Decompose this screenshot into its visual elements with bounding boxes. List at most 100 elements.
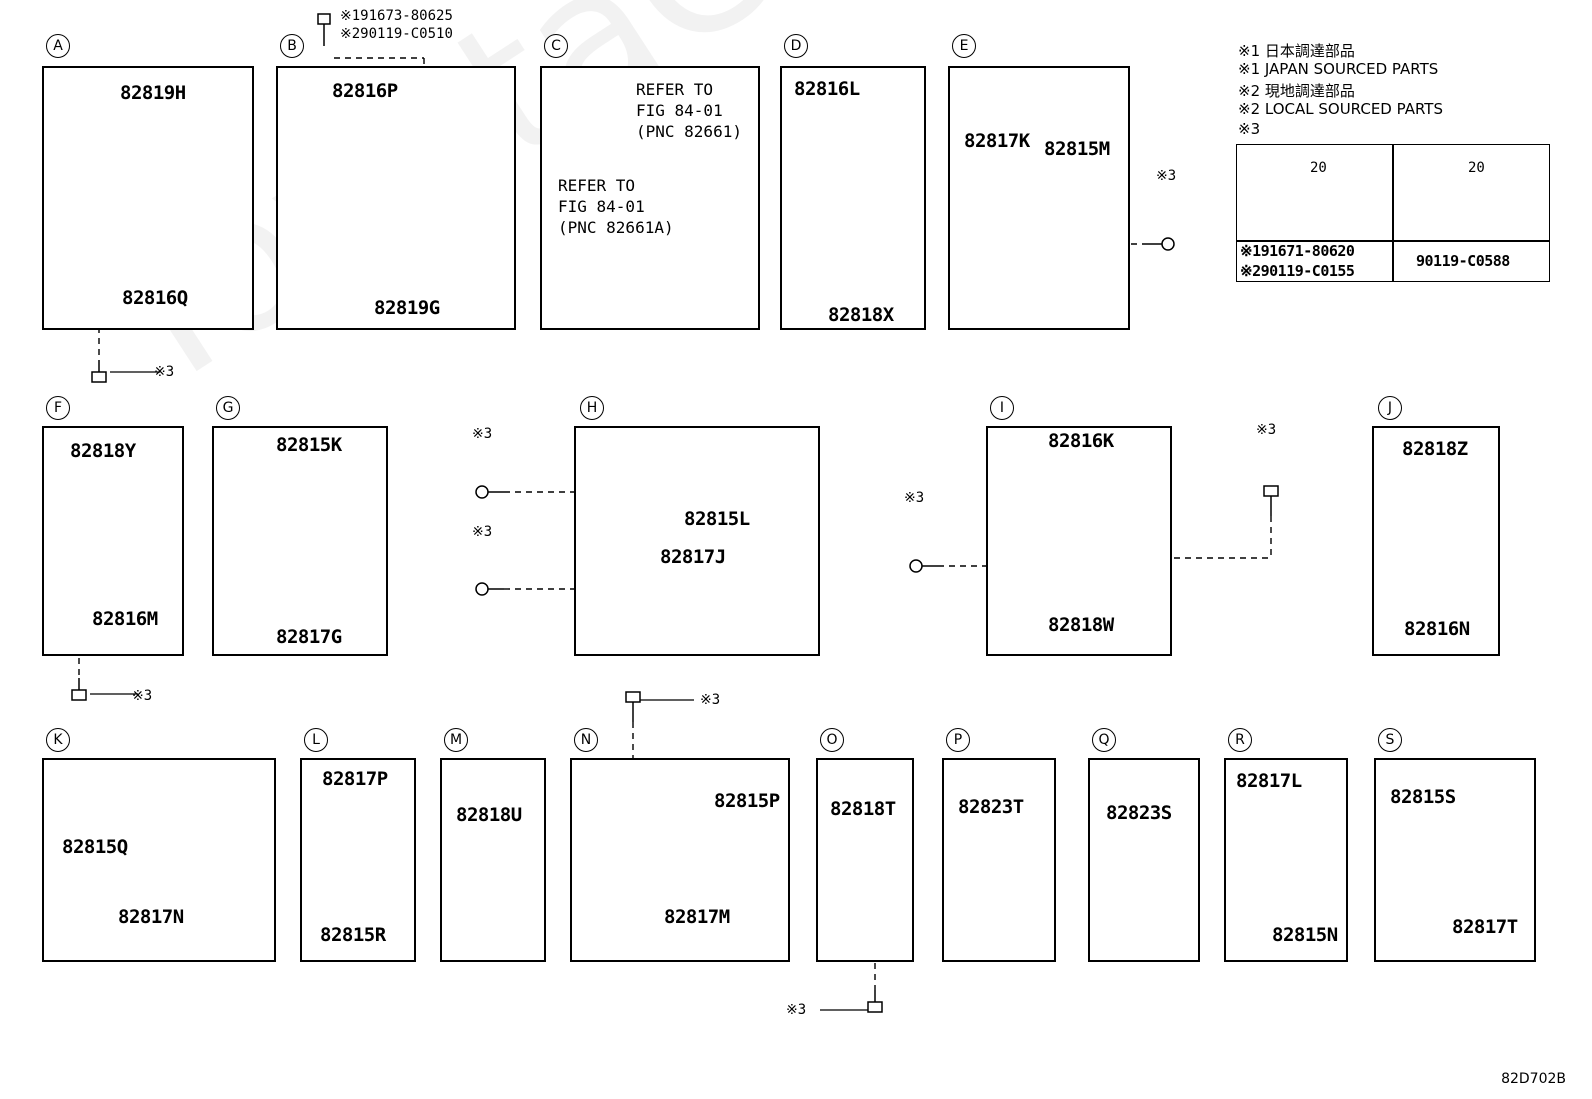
part-number-82815S[interactable]: 82815S: [1390, 786, 1456, 808]
group-box-n[interactable]: [570, 758, 790, 962]
group-box-s[interactable]: [1374, 758, 1536, 962]
part-number-82817P[interactable]: 82817P: [322, 768, 388, 790]
bolt-a-bottom: [91, 360, 107, 383]
group-label-b: B: [280, 34, 304, 58]
part-number-82818Y[interactable]: 82818Y: [70, 440, 136, 462]
group-box-p[interactable]: [942, 758, 1056, 962]
group-box-m[interactable]: [440, 758, 546, 962]
part-number-82817G[interactable]: 82817G: [276, 626, 342, 648]
group-box-e[interactable]: [948, 66, 1130, 330]
part-number-82819G[interactable]: 82819G: [374, 297, 440, 319]
group-label-n: N: [574, 728, 598, 752]
part-number-82819H[interactable]: 82819H: [120, 82, 186, 104]
group-label-j: J: [1378, 396, 1402, 420]
ref-mark-i2: ※3: [1256, 422, 1277, 438]
part-number-82816K[interactable]: 82816K: [1048, 430, 1114, 452]
bolt-n-top: [625, 691, 641, 722]
refer-fig-2[interactable]: FIG 84-01: [558, 197, 645, 216]
diagram-code: 82D702B: [1501, 1071, 1566, 1087]
bolt-i-right: [1263, 485, 1279, 516]
part-number-82818Z[interactable]: 82818Z: [1402, 438, 1468, 460]
group-box-l[interactable]: [300, 758, 416, 962]
part-number-82815N[interactable]: 82815N: [1272, 924, 1338, 946]
group-box-h[interactable]: [574, 426, 820, 656]
part-number-82815Q[interactable]: 82815Q: [62, 836, 128, 858]
group-label-g: G: [216, 396, 240, 420]
part-number-82817T[interactable]: 82817T: [1452, 916, 1518, 938]
part-number-82815M[interactable]: 82815M: [1044, 138, 1110, 160]
group-label-q: Q: [1092, 728, 1116, 752]
part-number-82818X[interactable]: 82818X: [828, 304, 894, 326]
group-label-d: D: [784, 34, 808, 58]
bolt-note-b2[interactable]: ※290119-C0510: [340, 26, 453, 42]
part-number-82815K[interactable]: 82815K: [276, 434, 342, 456]
part-number-82816M[interactable]: 82816M: [92, 608, 158, 630]
part-number-82823S[interactable]: 82823S: [1106, 802, 1172, 824]
legend-dim-right: 20: [1468, 160, 1485, 176]
ref-mark-o: ※3: [786, 1002, 807, 1018]
group-label-e: E: [952, 34, 976, 58]
group-box-i[interactable]: [986, 426, 1172, 656]
group-box-r[interactable]: [1224, 758, 1348, 962]
part-number-82816Q[interactable]: 82816Q: [122, 287, 188, 309]
legend-bolt-japan[interactable]: ※191671-80620: [1240, 242, 1355, 260]
part-number-82816L[interactable]: 82816L: [794, 78, 860, 100]
part-number-82816P[interactable]: 82816P: [332, 80, 398, 102]
legend-mark3: ※3: [1238, 120, 1261, 138]
part-number-82817L[interactable]: 82817L: [1236, 770, 1302, 792]
group-box-o[interactable]: [816, 758, 914, 962]
group-label-s: S: [1378, 728, 1402, 752]
refer-fig-1[interactable]: FIG 84-01: [636, 101, 723, 120]
group-box-q[interactable]: [1088, 758, 1200, 962]
group-box-d[interactable]: [780, 66, 926, 330]
part-number-82817M[interactable]: 82817M: [664, 906, 730, 928]
legend-table-divider: [1392, 144, 1394, 282]
group-label-f: F: [46, 396, 70, 420]
group-box-j[interactable]: [1372, 426, 1500, 656]
part-number-82818T[interactable]: 82818T: [830, 798, 896, 820]
group-box-f[interactable]: [42, 426, 184, 656]
group-label-p: P: [946, 728, 970, 752]
part-number-82818U[interactable]: 82818U: [456, 804, 522, 826]
legend-japan-jp: ※1 日本調達部品: [1238, 42, 1355, 60]
bolt-h-lower: [475, 582, 504, 596]
group-box-b[interactable]: [276, 66, 516, 330]
refer-pnc-1[interactable]: (PNC 82661): [636, 122, 742, 141]
part-number-82816N[interactable]: 82816N: [1404, 618, 1470, 640]
ref-mark-i1: ※3: [904, 490, 925, 506]
group-box-k[interactable]: [42, 758, 276, 962]
bolt-h-upper: [475, 485, 504, 499]
bolt-note-b1[interactable]: ※191673-80625: [340, 8, 453, 24]
group-label-o: O: [820, 728, 844, 752]
group-label-l: L: [304, 728, 328, 752]
legend-table-hline: [1236, 240, 1550, 242]
group-box-a[interactable]: [42, 66, 254, 330]
part-number-82815R[interactable]: 82815R: [320, 924, 386, 946]
legend-bolt-common[interactable]: 90119-C0588: [1416, 252, 1510, 270]
part-number-82815L[interactable]: 82815L: [684, 508, 750, 530]
refer-line-1: REFER TO: [636, 80, 714, 99]
legend-japan-en: ※1 JAPAN SOURCED PARTS: [1238, 60, 1439, 78]
ref-mark-h2: ※3: [472, 524, 493, 540]
group-label-i: I: [990, 396, 1014, 420]
group-box-g[interactable]: [212, 426, 388, 656]
ref-mark-f: ※3: [132, 688, 153, 704]
bolt-o-bottom: [867, 990, 883, 1013]
part-number-82815P[interactable]: 82815P: [714, 790, 780, 812]
part-number-82823T[interactable]: 82823T: [958, 796, 1024, 818]
part-number-82818W[interactable]: 82818W: [1048, 614, 1114, 636]
refer-line-2: REFER TO: [558, 176, 636, 195]
part-number-82817J[interactable]: 82817J: [660, 546, 726, 568]
part-number-82817K[interactable]: 82817K: [964, 130, 1030, 152]
group-label-c: C: [544, 34, 568, 58]
bolt-i-left: [909, 559, 938, 573]
bolt-f-bottom: [71, 678, 87, 701]
part-number-82817N[interactable]: 82817N: [118, 906, 184, 928]
ref-mark-a: ※3: [154, 364, 175, 380]
group-label-h: H: [580, 396, 604, 420]
bolt-e-right: [1148, 237, 1175, 251]
refer-pnc-2[interactable]: (PNC 82661A): [558, 218, 674, 237]
ref-mark-n: ※3: [700, 692, 721, 708]
legend-bolt-local[interactable]: ※290119-C0155: [1240, 262, 1355, 280]
group-label-k: K: [46, 728, 70, 752]
